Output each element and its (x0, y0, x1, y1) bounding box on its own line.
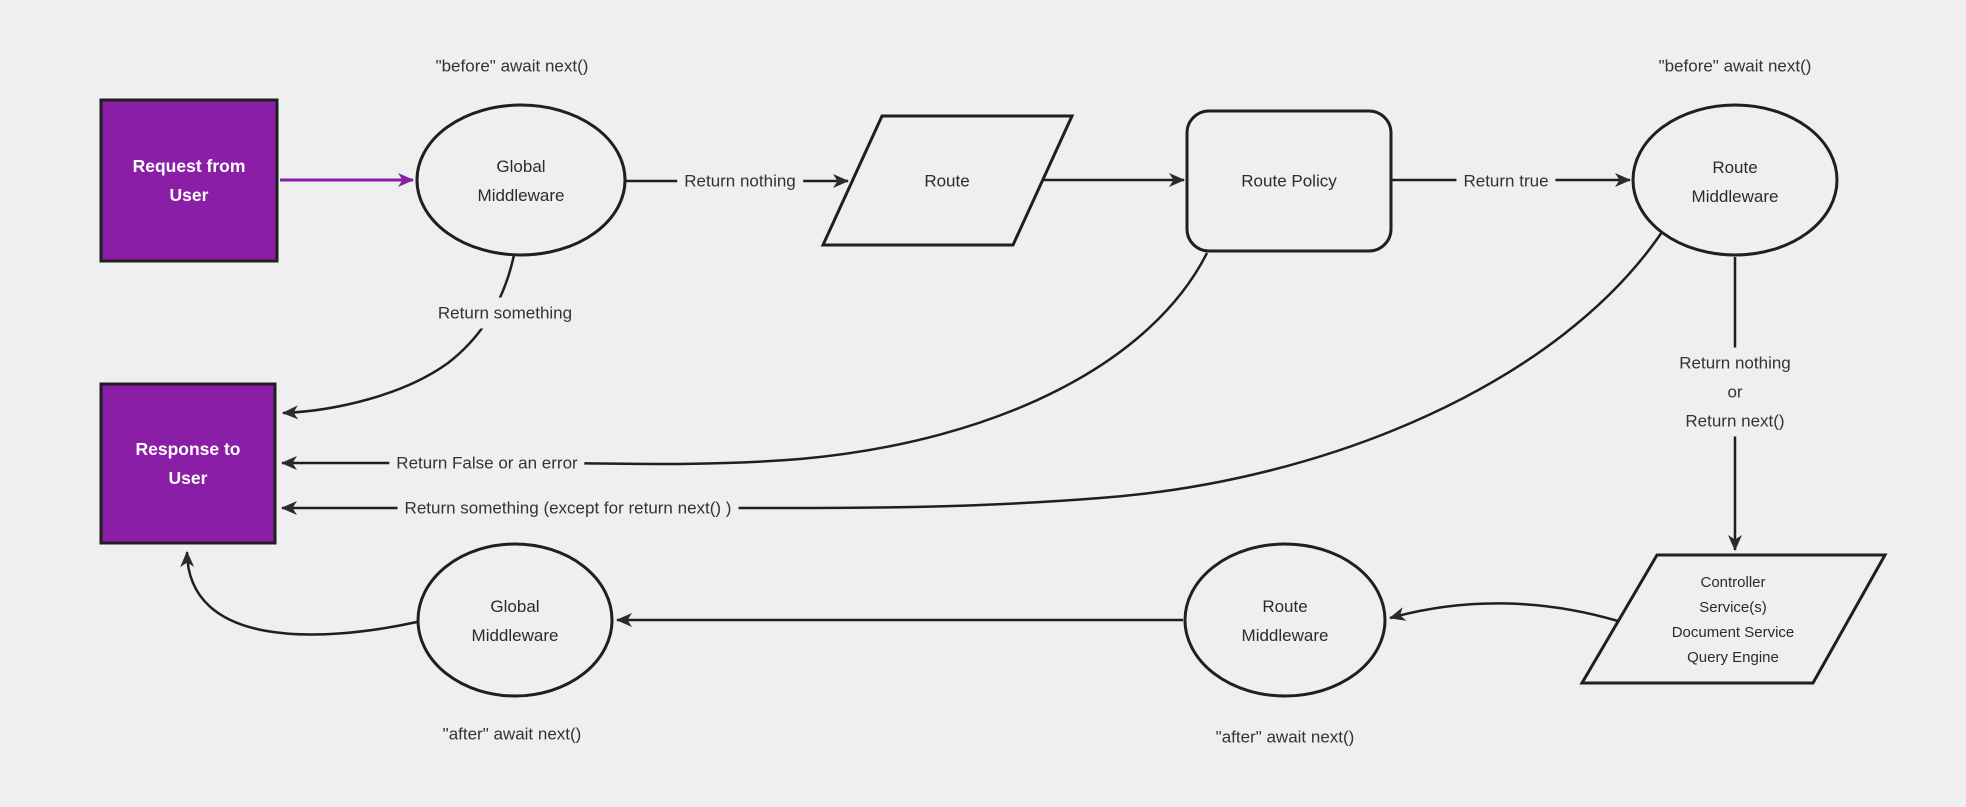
response-node-shape (99, 382, 277, 545)
before-await-next-left-label: "before" await next() (435, 56, 589, 76)
return-nothing-label: Return nothing (677, 165, 803, 197)
return-something-label: Return something (430, 297, 580, 329)
route-policy-shape (1185, 109, 1393, 253)
global-middleware-top-label: Global Middleware (477, 157, 565, 205)
edge-global-mw-to-response (282, 254, 516, 420)
edge-route-mw-to-response (281, 231, 1664, 515)
return-nothing-or-next-label: Return nothing or Return next() (1672, 347, 1798, 437)
request-node-shape (99, 98, 279, 263)
global-middleware-bottom-label: Global Middleware (471, 597, 559, 645)
edge-global-mw-bottom-to-response (180, 551, 418, 636)
request-node-label: Request from User (132, 156, 246, 205)
global-middleware-top-shape (415, 103, 627, 257)
route-middleware-top-shape (1631, 103, 1839, 257)
controller-services-shape (1579, 553, 1888, 685)
route-policy-label: Route Policy (1241, 171, 1337, 191)
after-await-next-right-label: "after" await next() (1215, 727, 1355, 747)
route-node-shape (820, 114, 1075, 247)
route-node-label: Route (924, 171, 970, 191)
route-middleware-top-label: Route Middleware (1691, 158, 1779, 206)
response-node-label: Response to User (135, 439, 241, 488)
route-middleware-bottom-shape (1183, 542, 1387, 698)
global-middleware-bottom-shape (416, 542, 614, 698)
after-await-next-left-label: "after" await next() (442, 724, 582, 744)
route-middleware-bottom-label: Route Middleware (1241, 597, 1329, 645)
edge-controller-to-route-mw-bottom (1389, 602, 1619, 623)
edge-route-policy-to-response (281, 252, 1209, 470)
return-true-label: Return true (1456, 165, 1556, 197)
controller-services-label: Controller Service(s) Document Service Q… (1671, 574, 1795, 666)
return-something-except-label: Return something (except for return next… (397, 492, 739, 524)
return-false-or-error-label: Return False or an error (389, 447, 585, 479)
before-await-next-right-label: "before" await next() (1658, 56, 1812, 76)
